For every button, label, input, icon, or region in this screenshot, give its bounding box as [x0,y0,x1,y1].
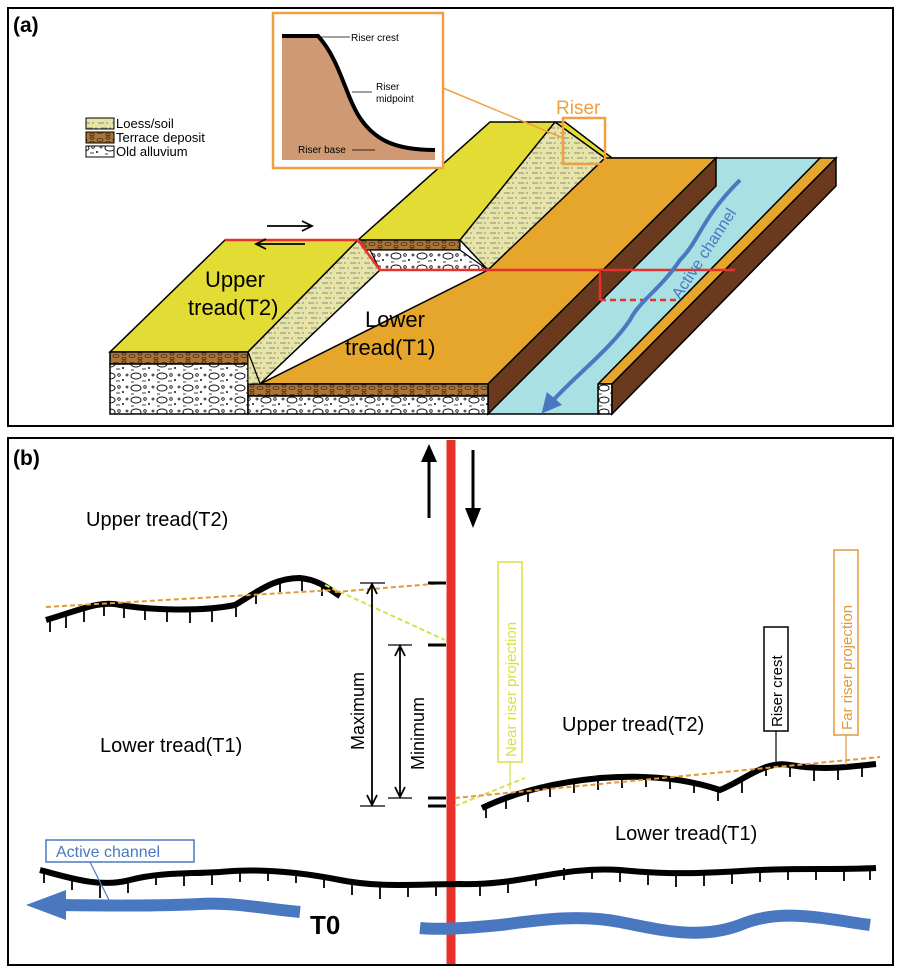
upper-left-ticks [49,579,323,632]
river-left [59,897,301,918]
legend-alluvium-label: Old alluvium [116,144,188,159]
t0-profile-ticks [43,867,871,899]
left-upper-tread-label: Upper tread(T2) [86,509,228,531]
riser-crest-box [763,626,789,732]
right-near-projection [454,777,526,807]
t0-label: T0 [310,910,340,940]
slip-arrow-left-head [253,238,267,250]
active-channel-arrow [541,178,742,414]
near-riser-label: Near riser projection [503,622,520,757]
front-old-alluvium-left [109,363,249,415]
front-terrace-deposit-lower [247,383,489,397]
right-bank-side [611,156,837,416]
mid-terrace-strip [357,239,461,251]
slip-arrow-right-head [301,220,315,232]
front-terrace-deposit [109,351,249,365]
minimum-label: Minimum [408,697,428,770]
river-arrowhead [26,890,66,920]
riser-wedge [247,351,261,385]
old-alluvium-swatch [85,145,115,158]
inset-connector [442,87,564,139]
panel-a-tag: (a) [13,14,39,37]
riser-inset-profile [282,34,436,152]
upper-left-far-extend [334,582,446,593]
riser-box [561,116,607,166]
upper-left-near-projection [324,584,446,641]
right-lower-tread-label: Lower tread(T1) [615,823,757,845]
legend-loess-label: Loess/soil [116,116,174,131]
inset-riser-midpoint-2: midpoint [376,94,414,105]
inset-riser-midpoint-1: Riser [376,82,400,93]
t0-profile [39,865,877,888]
left-lower-tread-label: Lower tread(T1) [100,735,242,757]
lower-tread-label-1: Lower [365,307,425,332]
riser-inset-profile-fill [282,36,435,160]
river-right [419,909,871,939]
front-old-alluvium-right [247,395,489,415]
legend-terrace-label: Terrace deposit [116,130,205,145]
riser-crest-label: Riser crest [769,654,786,727]
right-bank-front [597,383,613,415]
right-upper-tread-label: Upper tread(T2) [562,714,704,736]
lower-tread-label-2: tread(T1) [345,335,435,360]
panel-b-tag: (b) [13,447,40,470]
right-profile [480,761,877,811]
upper-tread-label-2: tread(T2) [188,295,278,320]
inset-riser-crest: Riser crest [351,33,399,44]
upper-tread-label-1: Upper [205,267,265,292]
inset-riser-base: Riser base [298,145,346,156]
right-profile-ticks [485,764,863,818]
active-channel-box [45,839,195,863]
fault-trace [225,238,735,272]
active-channel-b-label: Active channel [56,844,160,861]
far-riser-box [833,549,859,736]
upper-left-far-projection [45,589,336,608]
far-riser-label: Far riser projection [839,605,856,730]
loess-soil-swatch [85,117,115,130]
right-far-projection [454,756,881,799]
riser-label: Riser [556,98,601,119]
terrace-deposit-swatch [85,131,115,144]
maximum-label: Maximum [348,672,368,750]
